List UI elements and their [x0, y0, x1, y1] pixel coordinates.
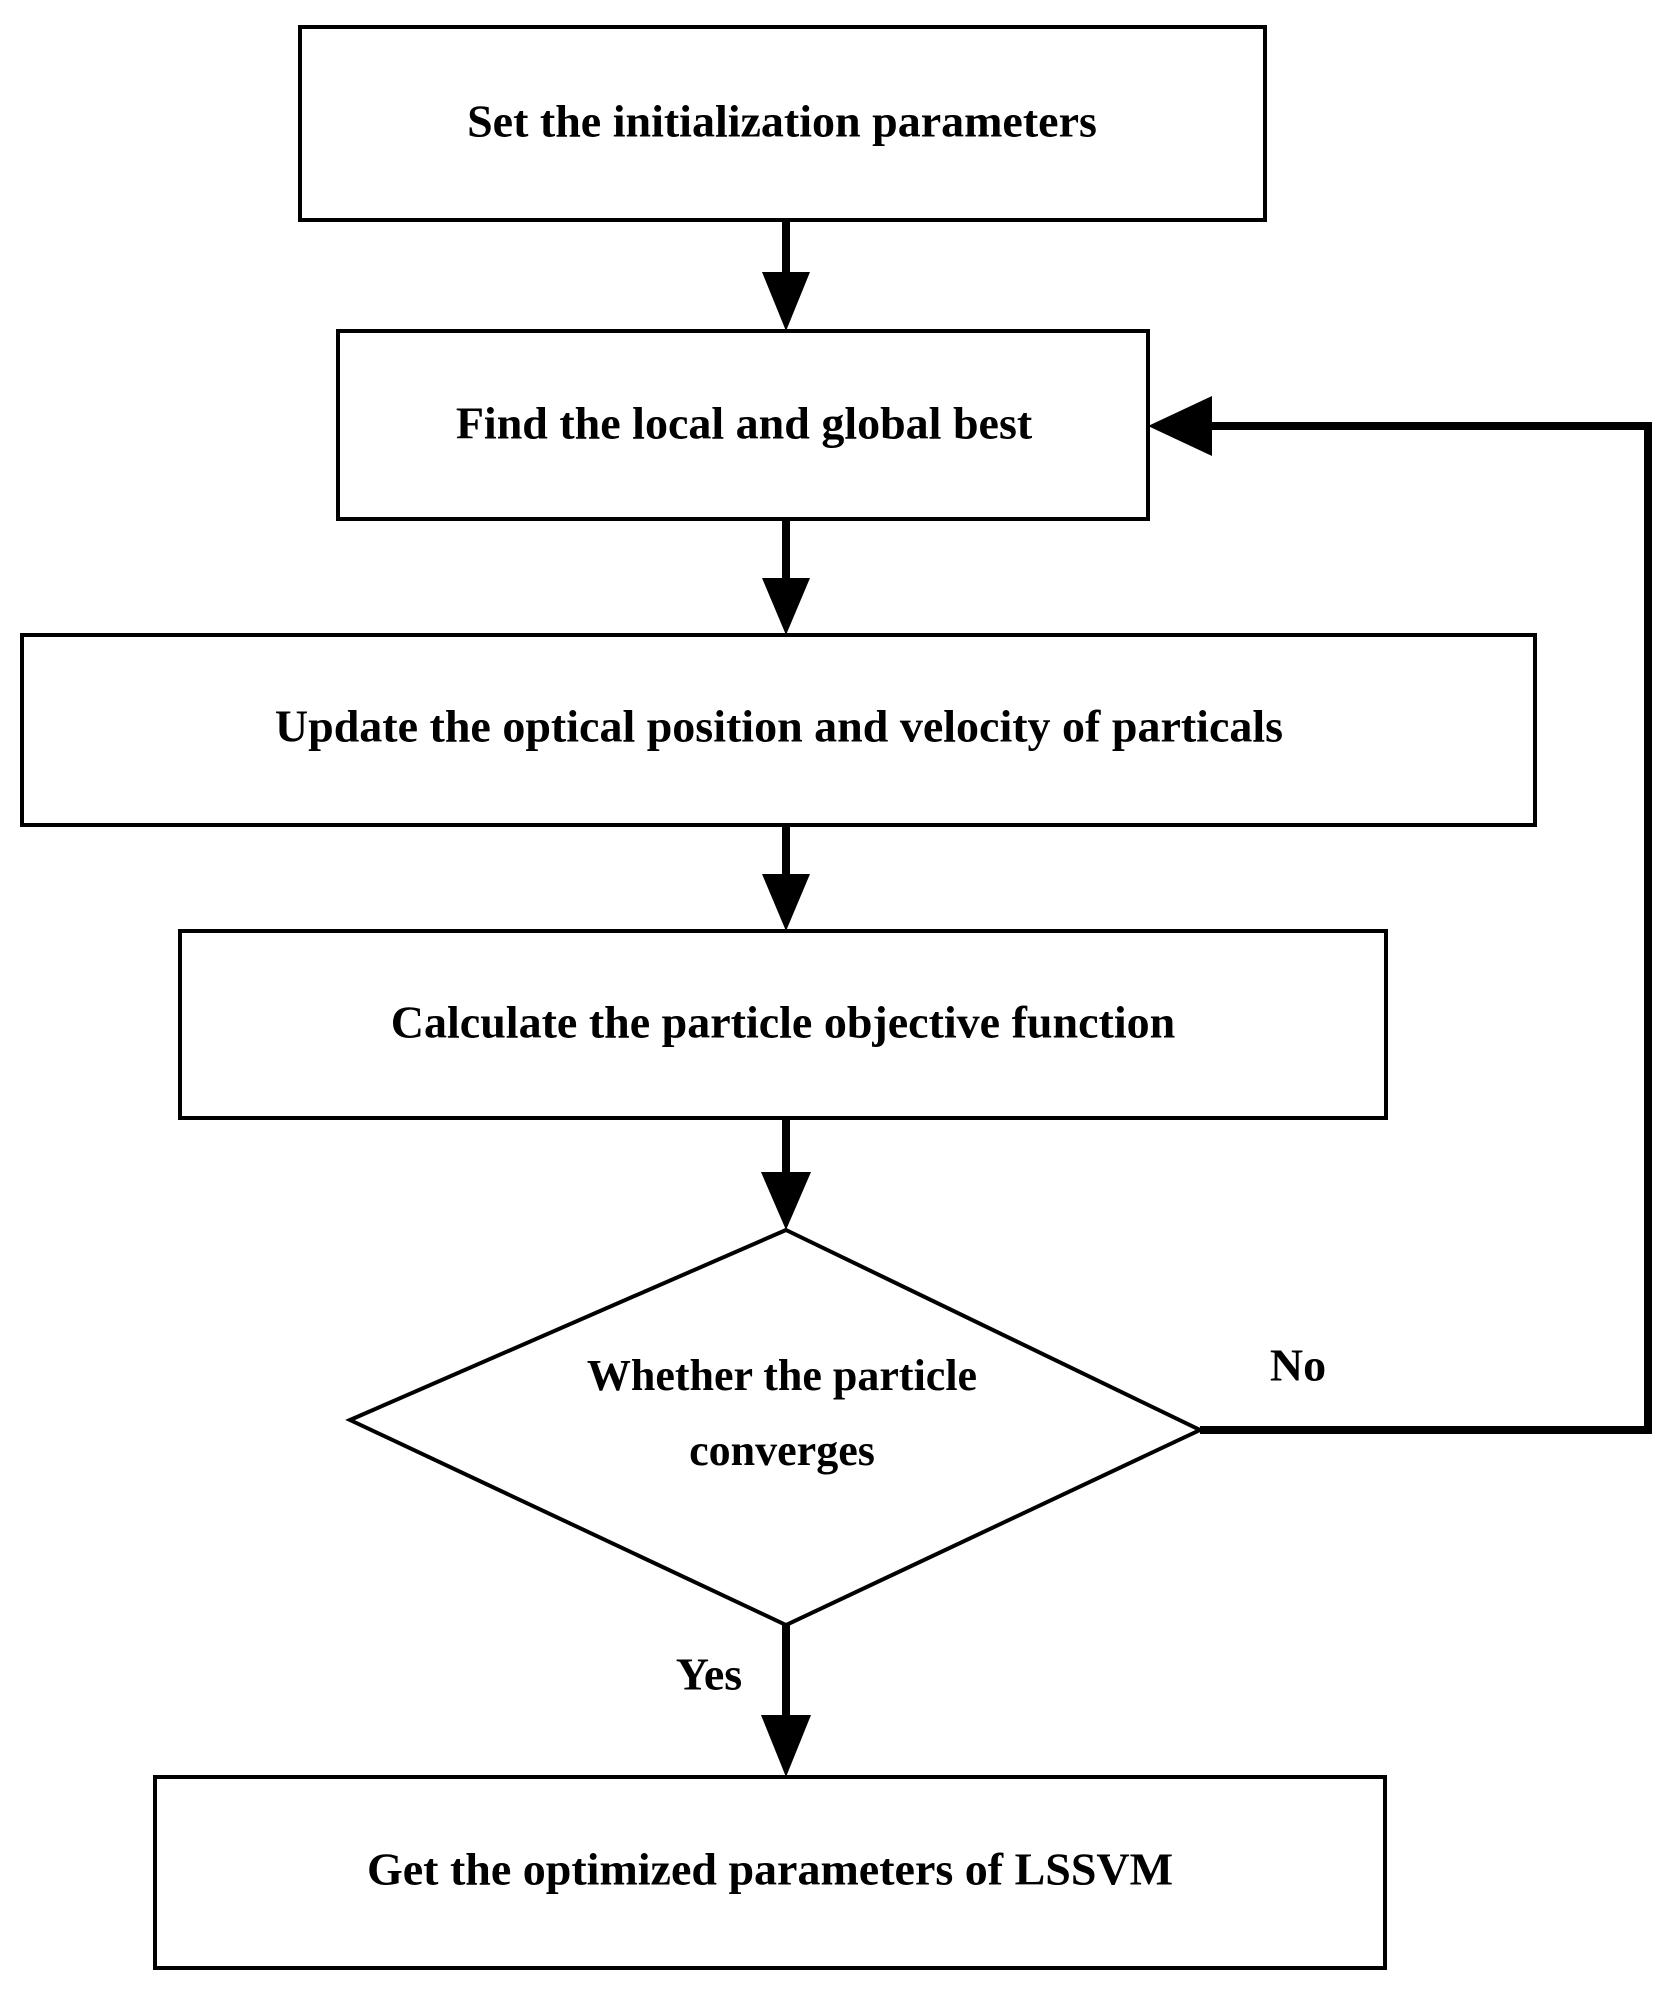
node-label: Calculate the particle objective functio…	[391, 997, 1175, 1048]
node-label: Get the optimized parameters of LSSVM	[367, 1844, 1173, 1895]
node-label-line-1: Whether the particle	[587, 1351, 977, 1400]
node-box	[153, 1775, 1387, 1970]
decision-diamond	[345, 1227, 1205, 1628]
node-label: Find the local and global best	[456, 398, 1033, 449]
node-find-local-global-best[interactable]: Find the local and global best	[336, 329, 1150, 521]
arrow-head-down-icon	[762, 874, 810, 931]
arrow-head-down-icon	[762, 578, 810, 635]
node-update-position-velocity[interactable]: Update the optical position and velocity…	[20, 633, 1537, 827]
arrow-head-left-icon	[1148, 396, 1212, 456]
edge-calculate-to-decision	[761, 1118, 811, 1230]
node-label: Update the optical position and velocity…	[275, 701, 1283, 752]
edge-init-to-find-best	[762, 220, 810, 331]
edge-decision-to-result-yes	[761, 1625, 811, 1777]
node-get-optimized-parameters[interactable]: Get the optimized parameters of LSSVM	[153, 1775, 1387, 1970]
edge-label-yes: Yes	[676, 1649, 742, 1700]
node-label: Set the initialization parameters	[467, 96, 1097, 147]
edge-update-to-calculate	[762, 825, 810, 931]
node-decision-particle-converges[interactable]: Whether the particle converges	[345, 1227, 1205, 1628]
node-label-line-2: converges	[689, 1426, 875, 1475]
arrow-head-down-icon	[761, 1172, 811, 1230]
node-calculate-objective-function[interactable]: Calculate the particle objective functio…	[178, 929, 1388, 1120]
edge-label-no: No	[1270, 1340, 1326, 1391]
node-box	[178, 929, 1388, 1120]
arrow-head-down-icon	[762, 272, 810, 331]
node-set-initialization-parameters[interactable]: Set the initialization parameters	[298, 25, 1267, 222]
node-box	[20, 633, 1537, 827]
edge-decision-to-find-best-no	[1148, 396, 1652, 1434]
arrow-head-down-icon	[761, 1715, 811, 1777]
node-box	[298, 25, 1267, 222]
node-box	[336, 329, 1150, 521]
edge-find-best-to-update	[762, 519, 810, 635]
